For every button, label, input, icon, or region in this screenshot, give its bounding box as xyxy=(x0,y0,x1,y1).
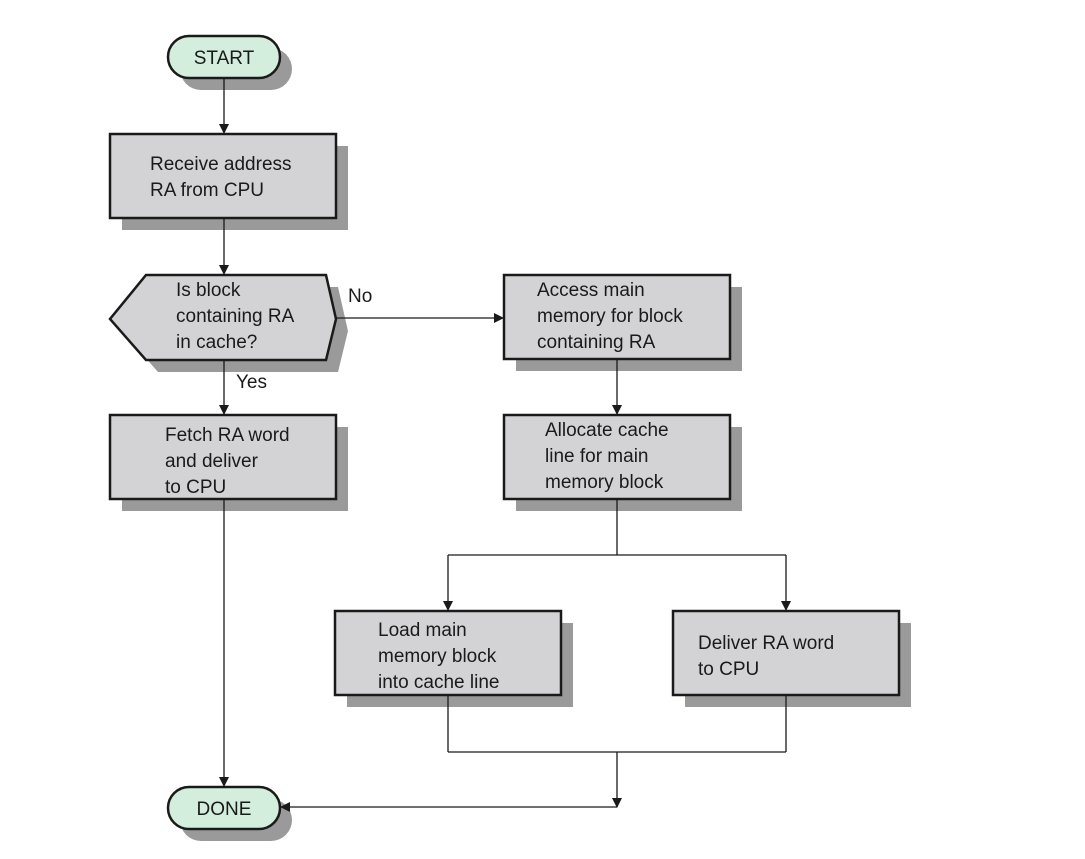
start-label: START xyxy=(194,48,255,69)
access-memory-line-1: Access main xyxy=(537,280,645,301)
access-memory-line-3: containing RA xyxy=(537,332,656,353)
fetch-word-line-3: to CPU xyxy=(165,477,226,498)
allocate-line-3: memory block xyxy=(545,472,664,493)
deliver-word-line-1: Deliver RA word xyxy=(698,633,834,654)
decision-line-2: containing RA xyxy=(176,306,295,327)
allocate-line-box xyxy=(502,413,732,501)
cache-check-decision xyxy=(108,273,338,362)
deliver-word-box xyxy=(671,609,901,697)
no-label: No xyxy=(348,286,372,307)
fetch-word-line-2: and deliver xyxy=(165,451,259,472)
load-block-line-1: Load main xyxy=(378,620,467,641)
deliver-word-line-2: to CPU xyxy=(698,659,759,680)
load-block-line-3: into cache line xyxy=(378,672,499,693)
allocate-line-2: line for main xyxy=(545,446,649,467)
fetch-word-box xyxy=(108,413,338,501)
yes-label: Yes xyxy=(236,372,267,393)
decision-line-3: in cache? xyxy=(176,332,257,353)
access-memory-line-2: memory for block xyxy=(537,306,683,327)
access-memory-box xyxy=(502,273,732,361)
receive-address-box xyxy=(108,132,338,220)
fetch-word-line-1: Fetch RA word xyxy=(165,425,290,446)
connectors xyxy=(219,78,791,812)
receive-address-line-1: Receive address xyxy=(150,154,292,175)
load-block-line-2: memory block xyxy=(378,646,497,667)
receive-address-line-2: RA from CPU xyxy=(150,180,264,201)
done-label: DONE xyxy=(197,799,252,820)
allocate-line-1: Allocate cache xyxy=(545,420,669,441)
decision-line-1: Is block xyxy=(176,280,241,301)
